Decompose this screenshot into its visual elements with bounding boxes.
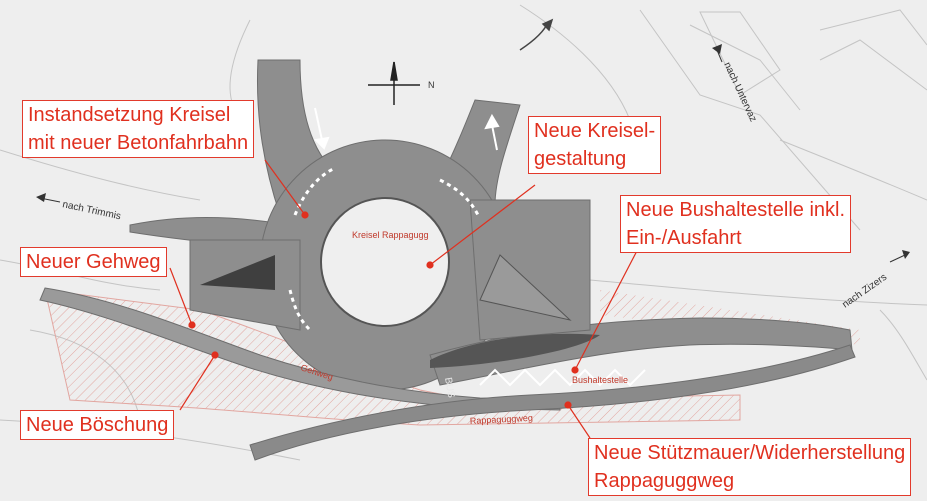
roundabout-center-island bbox=[320, 197, 450, 327]
zizers-direction: nach Zizers bbox=[840, 250, 910, 310]
bus-island bbox=[430, 333, 600, 368]
bus-map-label: BUS bbox=[442, 377, 456, 399]
direction-arrows bbox=[313, 107, 500, 151]
callout-gehweg: Neuer Gehweg bbox=[20, 247, 167, 277]
callout-line: Neue Stützmauer/Widerherstellung bbox=[594, 442, 906, 464]
callout-stuetzmauer: Neue Stützmauer/Widerherstellung Rappagu… bbox=[588, 438, 912, 496]
callout-line: Neuer Gehweg bbox=[26, 251, 161, 273]
callout-line: Instandsetzung Kreisel bbox=[28, 104, 231, 126]
splitter-island-east bbox=[479, 254, 572, 321]
zizers-label: nach Zizers bbox=[840, 272, 889, 311]
callout-line: mit neuer Betonfahrbahn bbox=[28, 132, 249, 154]
callout-line: Neue Böschung bbox=[26, 414, 169, 436]
callout-kreiselgestaltung: Neue Kreisel- gestaltung bbox=[528, 116, 662, 174]
approach-arrows bbox=[519, 18, 554, 51]
callout-line: Neue Kreisel- bbox=[534, 120, 656, 142]
callout-line: Neue Bushaltestelle inkl. bbox=[626, 199, 846, 221]
rappaguggweg-map-label: Rappaguggweg bbox=[470, 413, 533, 426]
callout-line: gestaltung bbox=[534, 148, 627, 170]
callout-kreisel-instandsetzung: Instandsetzung Kreisel mit neuer Betonfa… bbox=[22, 100, 255, 158]
north-label: N bbox=[428, 80, 435, 90]
callout-boeschung: Neue Böschung bbox=[20, 410, 175, 440]
leader-lines bbox=[169, 159, 641, 439]
splitter-island-west bbox=[200, 255, 275, 290]
callout-line: Rappaguggweg bbox=[594, 470, 735, 492]
kreisel-name: Kreisel Rappagugg bbox=[352, 230, 429, 240]
untervaz-label: nach Untervaz bbox=[721, 61, 758, 124]
embankment-area bbox=[44, 289, 741, 426]
rappaguggweg-road bbox=[249, 344, 856, 461]
north-arrow-icon bbox=[368, 61, 420, 105]
callout-bushaltestelle: Neue Bushaltestelle inkl. Ein-/Ausfahrt bbox=[620, 195, 852, 253]
bus-stop-zigzag bbox=[479, 368, 646, 387]
trimmis-label: nach Trimmis bbox=[61, 199, 121, 222]
callout-line: Ein-/Ausfahrt bbox=[626, 227, 742, 249]
trimmis-direction: nach Trimmis bbox=[36, 193, 122, 222]
ring-markings bbox=[288, 166, 480, 332]
bushaltestelle-map-label: Bushaltestelle bbox=[572, 375, 628, 385]
